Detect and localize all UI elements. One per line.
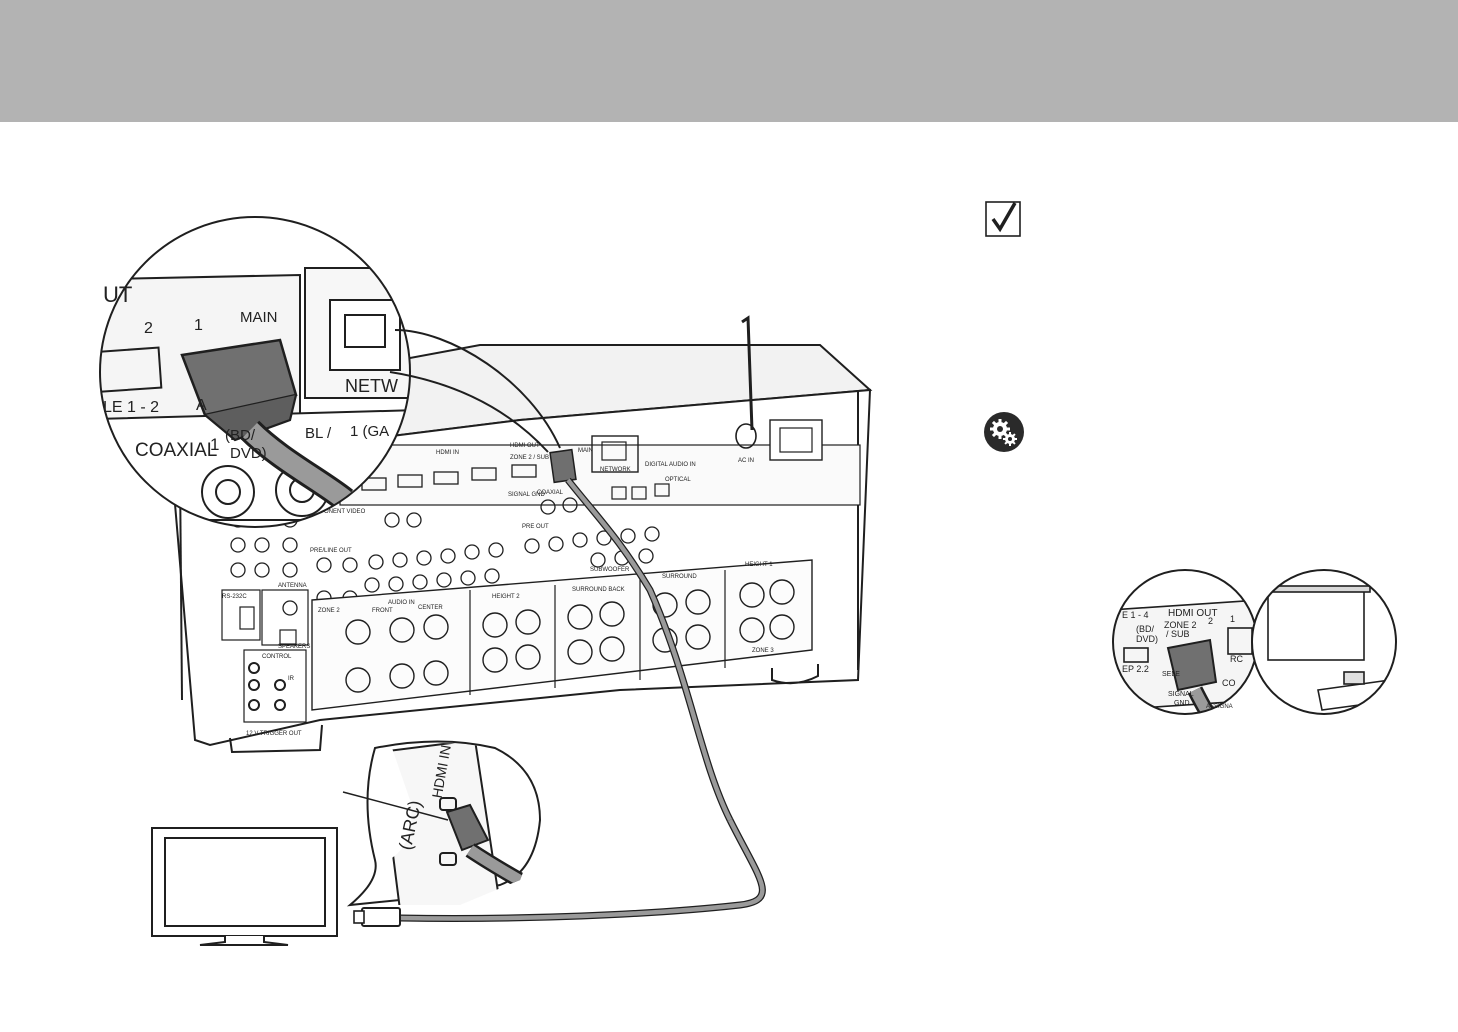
zoom-n2-label: 2 [144, 320, 153, 337]
zoom-hdmi-out-zone2: E 1 - 4 HDMI OUT (BD/ DVD) ZONE 2 / SUB … [1112, 569, 1258, 715]
optical-label: OPTICAL [665, 477, 691, 483]
signal-gnd-label: SIGNAL GND [508, 492, 545, 498]
zoom-bd-label: (BD/ [225, 427, 256, 444]
hdmi-out-label: HDMI OUT [510, 443, 540, 449]
zr-signal-label: SIGNAL [1168, 691, 1194, 698]
zr-hdmi-out-label: HDMI OUT [1168, 608, 1217, 619]
coaxial-label: COAXIAL [537, 490, 564, 496]
zoom-c1-label: 1 [210, 435, 219, 454]
center-label: CENTER [418, 605, 443, 611]
zoom-ga-label: 1 (GA [350, 423, 389, 440]
zoom-coaxial-label: COAXIAL [135, 440, 217, 461]
pre-out-label: PRE OUT [522, 524, 549, 530]
zoom-netw-label: NETW [345, 376, 398, 396]
television [151, 827, 338, 946]
surround-label: SURROUND [662, 574, 697, 580]
zone3-label: ZONE 3 [752, 648, 774, 654]
checkbox-check-icon [985, 199, 1023, 237]
zr-ep-label: EP 2.2 [1122, 664, 1149, 674]
ac-in-label: AC IN [738, 458, 754, 464]
zoom-tv-hdmi-in: HDMI IN (ARC) [342, 740, 542, 907]
hdmi-plug-receiver [549, 448, 734, 822]
zoom-le-range-label: LE 1 - 2 [103, 399, 159, 416]
zoom-bl-label: BL / [305, 425, 332, 442]
zoom-projector [1251, 569, 1397, 715]
gears-icon [983, 411, 1025, 453]
control-label: CONTROL [262, 654, 292, 660]
preline-out-label: PRE/LINE OUT [310, 548, 352, 554]
zr-co-label: CO [1222, 678, 1236, 688]
zr-sub-label: / SUB [1166, 629, 1190, 639]
network-label: NETWORK [600, 467, 631, 473]
zoom-n1-label: 1 [194, 317, 203, 334]
audio-in-label: AUDIO IN [388, 600, 415, 606]
zr-bd-label: (BD/ [1136, 624, 1154, 634]
zoom-out-label: UT [103, 282, 132, 307]
zr-sele-label: SELE [1162, 671, 1180, 678]
zr-assign-label: ASSIGNA [1206, 704, 1233, 710]
zoom-dvd-label: DVD) [230, 445, 267, 462]
zone2-label: ZONE 2 [318, 608, 340, 614]
zr-rc-label: RC [1230, 654, 1243, 664]
zr-zone2-label: ZONE 2 [1164, 620, 1197, 630]
zr-range-label: E 1 - 4 [1122, 610, 1149, 620]
trigger-label: 12 V TRIGGER OUT [246, 731, 302, 737]
hdmi-cable [353, 818, 766, 927]
height1-label: HEIGHT 1 [745, 562, 773, 568]
zoom-a-label: A [196, 397, 207, 414]
digital-audio-in-label: DIGITAL AUDIO IN [645, 462, 696, 468]
zr-gnd-label: GND [1174, 700, 1190, 707]
subwoofer-label: SUBWOOFER [590, 567, 630, 573]
zone2-sub-label: ZONE 2 / SUB [510, 455, 549, 461]
zoom-main-label: MAIN [240, 309, 278, 326]
hdmi-in-label: HDMI IN [436, 450, 459, 456]
front-label: FRONT [372, 608, 393, 614]
header-bar [0, 0, 1458, 122]
speakers-label: SPEAKERS [278, 644, 310, 650]
height2-label: HEIGHT 2 [492, 594, 520, 600]
component-video-label: COMPONENT VIDEO [306, 509, 366, 515]
zr-dvd-label: DVD) [1136, 634, 1158, 644]
main-label: MAIN [578, 448, 593, 454]
antenna-label: ANTENNA [278, 583, 307, 589]
rs232c-label: RS-232C [222, 594, 247, 600]
surround-back-label: SURROUND BACK [572, 587, 625, 593]
ir-label: IR [288, 676, 295, 682]
zr-n1-label: 1 [1230, 614, 1235, 624]
zr-n2-label: 2 [1208, 616, 1213, 626]
